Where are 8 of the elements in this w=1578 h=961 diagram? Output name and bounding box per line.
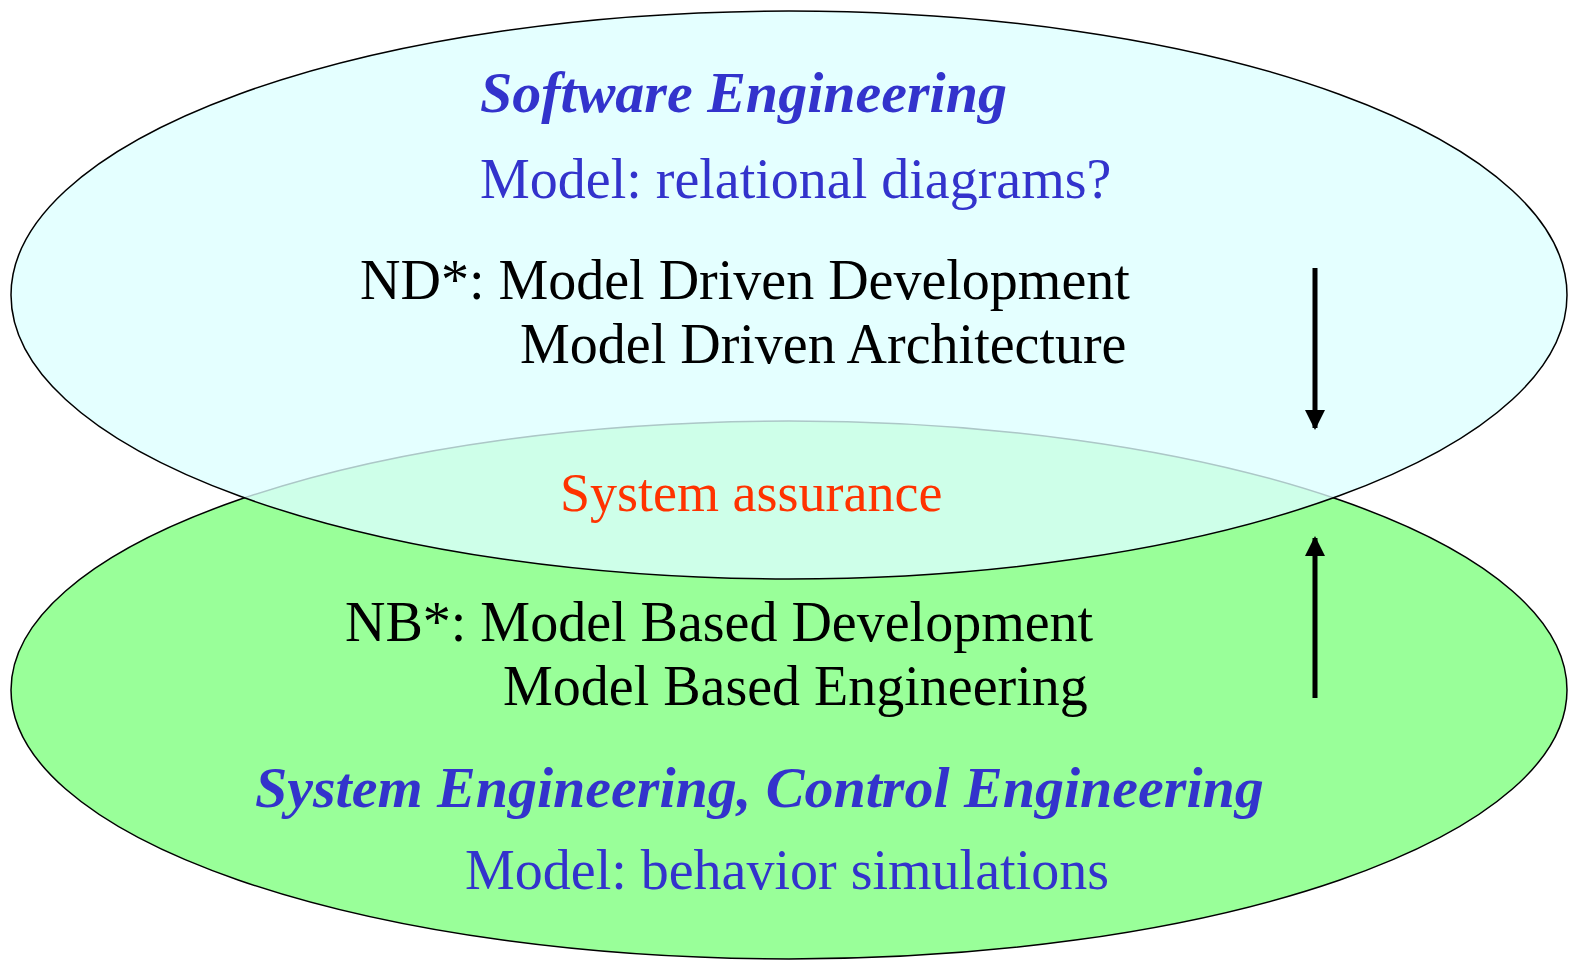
approach-text: NB*: Model Based Development Model Based Engineering xyxy=(345,590,1095,719)
model-note: Model: behavior simulations xyxy=(465,838,1109,903)
domain-heading: Software Engineering xyxy=(480,60,1007,127)
model-note: Model: relational diagrams? xyxy=(480,147,1112,212)
domain-heading: System Engineering, Control Engineering xyxy=(255,755,1264,822)
domain-ellipse xyxy=(10,10,1568,580)
approach-text: ND*: Model Driven Development Model Driven Architecture xyxy=(360,248,1131,377)
overlap-label: System assurance xyxy=(560,462,943,525)
